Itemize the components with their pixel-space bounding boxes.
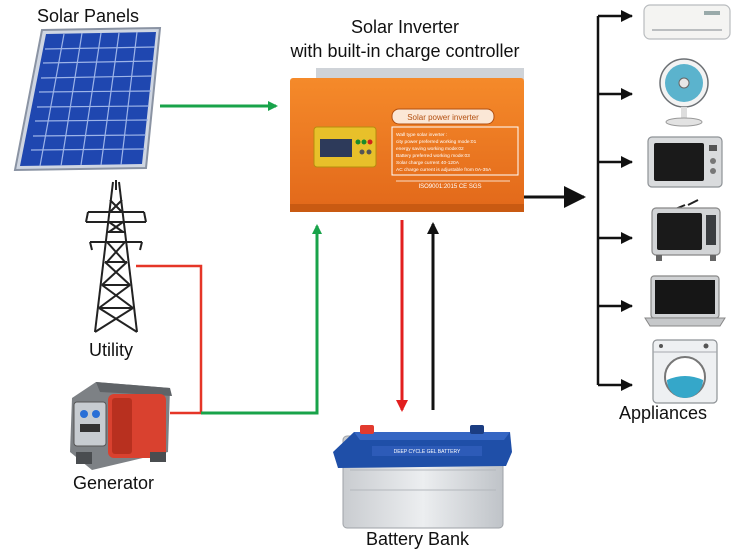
air-conditioner-icon	[643, 4, 731, 40]
washing-machine-icon	[652, 339, 718, 404]
microwave-icon	[647, 136, 723, 188]
television-icon	[651, 199, 721, 261]
inverter-certification: ISO9001:2015 CE SGS	[418, 184, 481, 190]
utility-label: Utility	[89, 340, 133, 360]
solar-panels-label: Solar Panels	[37, 6, 140, 26]
utility-tower-icon	[85, 180, 147, 333]
inverter-spec-line-5: Solar charge current 40-120A	[396, 160, 460, 166]
inverter-badge: Solar power inverter	[407, 113, 479, 122]
inverter-spec-line-3: energy saving working mode:02	[396, 146, 464, 152]
battery-top-label: DEEP CYCLE GEL BATTERY	[394, 449, 461, 455]
solar-panel-icon	[13, 26, 162, 172]
inverter-spec-line-4: Battery preferred working mode:03	[396, 153, 470, 159]
battery-bank-label: Battery Bank	[366, 529, 470, 549]
fan-icon	[659, 58, 709, 127]
inverter-title: Solar Inverter with built-in charge cont…	[270, 15, 540, 63]
generator-icon	[70, 382, 172, 470]
inverter-title-line-1: Solar Inverter	[350, 17, 460, 37]
generator-label: Generator	[73, 473, 155, 493]
utility-line	[136, 264, 203, 415]
laptop-icon	[644, 275, 726, 327]
inverter-title-line-2: with built-in charge controller	[290, 41, 520, 61]
inverter-icon	[290, 68, 524, 212]
appliances-label: Appliances	[619, 403, 708, 423]
appliance-bus	[596, 10, 633, 391]
inverter-spec-line-6: AC charge current is adjustable from 0A-…	[396, 167, 492, 173]
ac-input-arrow	[201, 224, 322, 415]
inverter-spec-line-2: city power preferred working mode:01	[396, 139, 477, 145]
battery-icon	[333, 425, 512, 529]
inverter-spec-line-1: Wall type solar inverter :	[396, 132, 447, 138]
